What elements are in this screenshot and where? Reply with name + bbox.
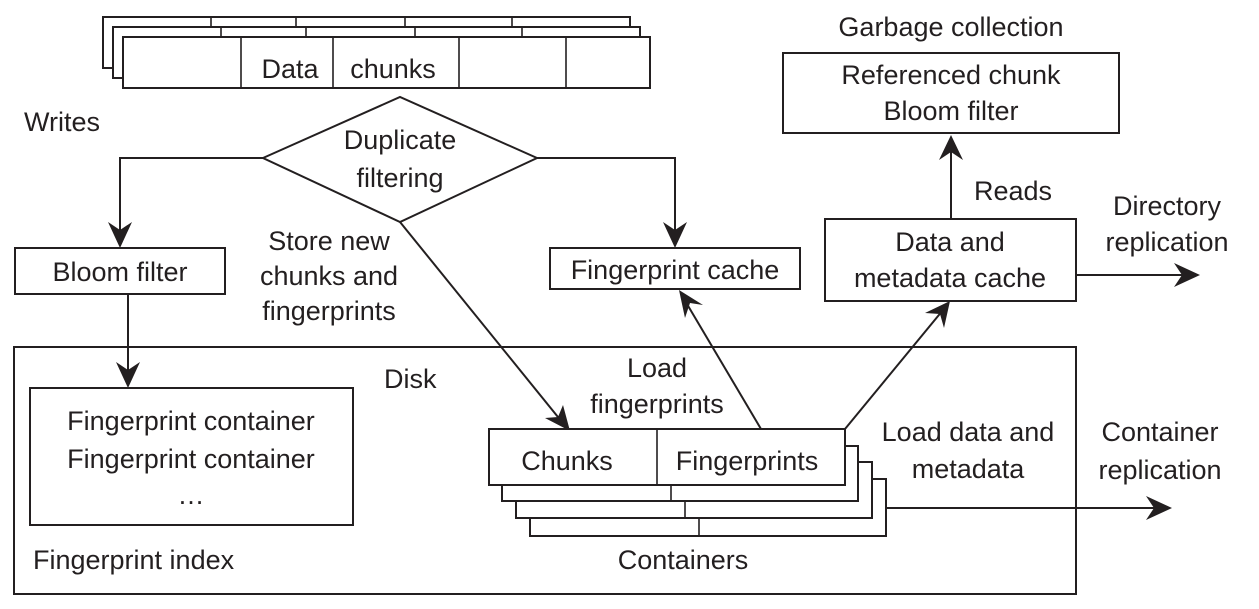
data-metadata-cache-line1: Data and <box>895 227 1005 257</box>
data-chunks-label-chunks: chunks <box>350 54 436 84</box>
store-new-chunks-label: Store new chunks and fingerprints <box>260 226 398 326</box>
fingerprint-cache-node: Fingerprint cache <box>549 247 801 290</box>
duplicate-filtering-line1: Duplicate <box>344 125 457 155</box>
fingerprint-index-node: Fingerprint container Fingerprint contai… <box>29 387 354 526</box>
data-chunks-layer-front <box>122 36 651 89</box>
arrowhead-right-icon <box>1174 263 1200 287</box>
disk-container <box>13 346 1077 595</box>
decision-diamond <box>260 95 540 224</box>
data-chunks-label-data: Data <box>261 54 319 84</box>
arrowhead-diagonal-icon <box>545 405 570 431</box>
data-metadata-cache-line2: metadata cache <box>854 263 1046 293</box>
arrowhead-diagonal-icon <box>679 290 703 318</box>
arrowhead-diagonal-icon <box>925 301 950 328</box>
arrow-load-fingerprints <box>683 298 762 430</box>
arrow-to-bloom-filter <box>119 157 263 240</box>
arrowhead-down-icon <box>116 362 140 388</box>
containers-title: Containers <box>618 545 749 575</box>
garbage-collection-title: Garbage collection <box>838 12 1063 42</box>
duplicate-filtering-node: Duplicate filtering <box>260 95 540 224</box>
load-fingerprints-line2: fingerprints <box>590 389 724 419</box>
container-front <box>488 428 846 486</box>
directory-replication-line1: Directory <box>1113 191 1222 221</box>
referenced-chunk-line2: Bloom filter <box>883 96 1018 126</box>
duplicate-filtering-line2: filtering <box>356 163 443 193</box>
disk-label: Disk <box>384 364 437 394</box>
arrowhead-down-icon <box>663 222 687 248</box>
container-replication-line2: replication <box>1098 455 1221 485</box>
store-new-line3: fingerprints <box>262 296 396 326</box>
arrow-store-new-chunks <box>399 221 563 423</box>
arrow-to-fingerprint-cache <box>537 157 676 240</box>
store-new-line1: Store new <box>268 226 390 256</box>
data-chunks-stack: Data chunks <box>102 16 651 89</box>
arrowhead-up-icon <box>939 135 963 160</box>
fingerprint-index-row: Fingerprint container <box>67 406 315 436</box>
fingerprint-index-title: Fingerprint index <box>33 545 235 575</box>
referenced-chunk-line1: Referenced chunk <box>841 60 1061 90</box>
load-fingerprints-line1: Load <box>627 353 687 383</box>
fingerprint-index-ellipsis: … <box>178 480 205 510</box>
store-new-line2: chunks and <box>260 261 398 291</box>
container-replication-line1: Container <box>1101 417 1218 447</box>
directory-replication-line2: replication <box>1105 227 1228 257</box>
reads-label: Reads <box>974 176 1052 206</box>
fingerprint-index-row: Fingerprint container <box>67 444 315 474</box>
writes-label: Writes <box>24 107 100 137</box>
bloom-filter-node: Bloom filter <box>14 247 226 295</box>
bloom-filter-label: Bloom filter <box>52 257 187 287</box>
containers-stack: Chunks Fingerprints <box>488 428 887 537</box>
arrowhead-down-icon <box>108 222 132 248</box>
container-chunks-label: Chunks <box>521 446 613 476</box>
load-data-line2: metadata <box>912 454 1026 484</box>
arrow-load-data-metadata <box>844 309 944 430</box>
fingerprint-cache-label: Fingerprint cache <box>571 255 780 285</box>
container-fingerprints-label: Fingerprints <box>676 446 819 476</box>
arrowhead-right-icon <box>1146 496 1172 520</box>
referenced-chunk-bloom-filter-node: Referenced chunk Bloom filter <box>782 52 1120 134</box>
data-metadata-cache-node: Data and metadata cache <box>824 218 1077 302</box>
load-data-line1: Load data and <box>882 417 1055 447</box>
